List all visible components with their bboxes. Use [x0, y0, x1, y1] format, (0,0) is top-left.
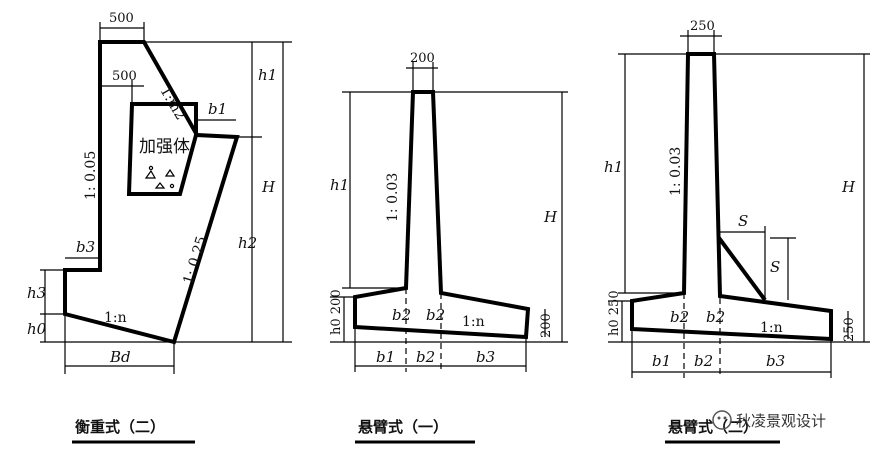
cantilever-wall-outline [353, 90, 531, 340]
cl-right-200: 200 [539, 313, 554, 338]
counterfort-edge [717, 236, 767, 302]
bt-b1: b1 [652, 352, 671, 370]
cw-h1: h1 [258, 66, 277, 84]
cw-top-width: 500 [109, 11, 134, 26]
cw-slope-005: 1: 0.05 [83, 151, 99, 200]
cl-slope-003: 1: 0.03 [385, 173, 401, 222]
cl-b3: b3 [476, 348, 495, 366]
cw-caption: 衡重式（二） [75, 418, 165, 436]
cw-H: H [261, 178, 276, 196]
cw-inner-width: 500 [112, 69, 137, 84]
cw-h3: h3 [27, 284, 46, 302]
cw-Bd: Bd [109, 348, 131, 366]
cl-slope-n: 1:n [462, 314, 485, 330]
cl-top-width: 200 [410, 51, 435, 66]
bt-right-250: 250 [842, 317, 857, 342]
wechat-icon [712, 410, 732, 430]
bt-b2-bottom: b2 [694, 352, 713, 370]
figure-cantilever: 200 h1 1: 0.03 H h0 200 b2 b2 1:n 200 b1… [329, 51, 568, 444]
buttress-wall-outline [630, 52, 833, 342]
bt-s-side: S [770, 258, 780, 276]
bt-caption: 悬臂式（二） [668, 418, 758, 436]
cw-h2: h2 [238, 234, 257, 252]
figure-buttress: 250 h1 1: 0.03 H S S h0 250 b2 b2 1:n 25… [604, 19, 870, 444]
bt-h1: h1 [604, 158, 623, 176]
aggregate-marks [144, 165, 176, 189]
bt-H: H [841, 178, 856, 196]
cw-b3: b3 [76, 238, 95, 256]
counterweight-wall-outline [63, 40, 240, 345]
cw-slope-025: 1: 0.25 [181, 234, 211, 286]
bt-b3: b3 [766, 352, 785, 370]
figure-counterweight: 500 500 h1 H 1:m2 b1 加强体 1: 0.05 h2 1: 0… [27, 11, 292, 444]
cl-h0-200: h0 200 [329, 289, 344, 335]
cl-b2-bottom: b2 [416, 348, 435, 366]
cl-b2-right: b2 [426, 306, 445, 324]
cl-b2-left: b2 [392, 306, 411, 324]
bt-s-top: S [738, 212, 748, 230]
bt-slope-n: 1:n [760, 320, 783, 336]
bt-top-width: 250 [690, 19, 715, 34]
cw-slope-n: 1:n [104, 310, 127, 326]
bt-b2-left: b2 [670, 308, 689, 326]
reinforcement-block [126, 102, 198, 196]
cl-caption: 悬臂式（一） [358, 418, 448, 436]
cw-b1: b1 [208, 100, 227, 118]
cw-h0: h0 [27, 320, 47, 338]
cl-H: H [543, 208, 558, 226]
cw-reinforcement-label: 加强体 [139, 137, 190, 157]
bt-b2-right: b2 [706, 308, 725, 326]
cl-b1: b1 [376, 348, 395, 366]
bt-h0-250: h0 250 [607, 290, 622, 336]
cl-h1: h1 [330, 176, 349, 194]
watermark-text: 秋凌景观设计 [736, 412, 826, 430]
watermark: 秋凌景观设计 [712, 410, 826, 430]
bt-slope-003: 1: 0.03 [668, 147, 684, 196]
